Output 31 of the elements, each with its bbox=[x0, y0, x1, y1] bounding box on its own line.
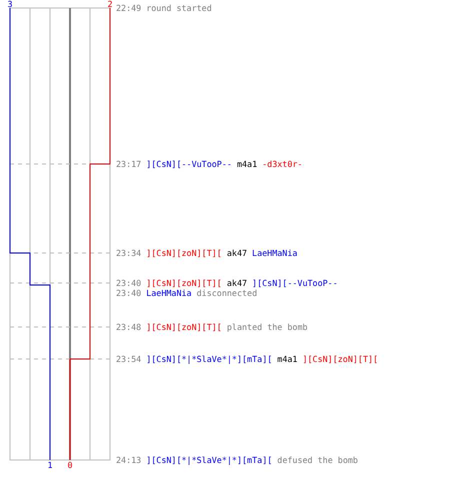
time-label: 23:40 bbox=[116, 288, 142, 298]
event-text: round started bbox=[146, 3, 212, 13]
time-label: 24:13 bbox=[116, 455, 142, 465]
player-name: ][CsN][zoN][T][ bbox=[146, 322, 222, 332]
player-name: ][CsN][*|*SlaVe*|*][mTa][ bbox=[146, 354, 272, 364]
player-name: ][CsN][zoN][T][ bbox=[302, 354, 378, 364]
weapon-name: m4a1 bbox=[236, 159, 258, 169]
player-name: LaeHMaNia bbox=[146, 288, 192, 298]
event-text: defused the bomb bbox=[277, 455, 358, 465]
count-label: 2 bbox=[108, 0, 113, 9]
player-name: ][CsN][zoN][T][ bbox=[146, 248, 222, 258]
event-text: planted the bomb bbox=[226, 322, 308, 332]
weapon-name: m4a1 bbox=[277, 354, 298, 364]
player-name: ][CsN][*|*SlaVe*|*][mTa][ bbox=[146, 455, 272, 465]
count-label: 1 bbox=[48, 461, 53, 470]
player-name: ][CsN][zoN][T][ bbox=[146, 278, 222, 288]
time-label: 22:49 bbox=[116, 3, 142, 13]
weapon-name: ak47 bbox=[226, 278, 248, 288]
time-label: 23:40 bbox=[116, 278, 142, 288]
time-label: 23:48 bbox=[116, 322, 142, 332]
time-label: 23:17 bbox=[116, 159, 142, 169]
weapon-name: ak47 bbox=[226, 248, 248, 258]
player-name: -d3xt0r- bbox=[262, 159, 302, 169]
time-label: 23:54 bbox=[116, 354, 142, 364]
count-label: 3 bbox=[8, 0, 13, 9]
player-name: LaeHMaNia bbox=[252, 248, 298, 258]
player-name: ][CsN][--VuTooP-- bbox=[252, 278, 338, 288]
count-label: 0 bbox=[68, 461, 73, 470]
event-text: disconnected bbox=[196, 288, 258, 298]
player-name: ][CsN][--VuTooP-- bbox=[146, 159, 232, 169]
time-label: 23:34 bbox=[116, 248, 142, 258]
